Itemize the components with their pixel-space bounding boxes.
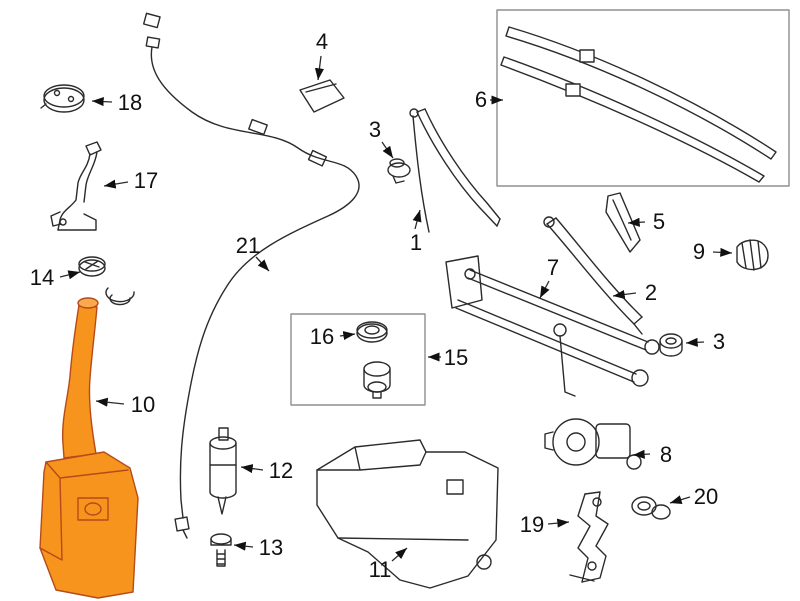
callout-arrow-21: [255, 256, 270, 272]
part-4-cover-drawing: [299, 79, 345, 113]
callout-1[interactable]: 1: [409, 230, 423, 255]
part-7-linkage-drawing: [445, 255, 660, 397]
callout-7[interactable]: 7: [546, 255, 560, 280]
callout-arrow-14: [59, 270, 81, 280]
callout-arrow-16: [339, 331, 356, 341]
callout-arrow-8: [632, 449, 651, 459]
part-11-reservoir-drawing: [316, 439, 499, 589]
callout-6[interactable]: 6: [474, 87, 488, 112]
callout-18[interactable]: 18: [117, 90, 143, 115]
part-1-wiper-arm-drawing: [409, 108, 501, 233]
callout-arrow-17: [103, 179, 129, 189]
callout-arrow-3a: [381, 141, 394, 159]
part-2-wiper-arm-drawing: [543, 216, 643, 335]
callout-arrow-12: [240, 464, 264, 474]
part-17-bracket-drawing: [50, 141, 102, 231]
callout-arrow-4: [314, 55, 324, 81]
callout-17[interactable]: 17: [133, 168, 159, 193]
callout-arrow-11: [391, 547, 408, 562]
callout-2[interactable]: 2: [644, 280, 658, 305]
callout-13[interactable]: 13: [258, 535, 284, 560]
callout-9[interactable]: 9: [692, 239, 706, 264]
callout-19[interactable]: 19: [519, 512, 545, 537]
part-15-pump-drawing: [363, 361, 391, 399]
callout-15[interactable]: 15: [443, 345, 469, 370]
part-6-wiper-blades-drawing: [500, 26, 777, 183]
callout-10[interactable]: 10: [130, 392, 156, 417]
part-5-trim-drawing: [605, 192, 641, 253]
callout-arrow-10: [95, 397, 125, 407]
callout-8[interactable]: 8: [659, 442, 673, 467]
callout-arrow-9: [712, 247, 733, 257]
part-9-grommet-drawing: [736, 239, 769, 271]
callout-3a[interactable]: 3: [368, 117, 382, 142]
callout-20[interactable]: 20: [693, 484, 719, 509]
part-8-motor-drawing: [544, 418, 642, 470]
part-3-nozzle-drawing: [387, 158, 411, 184]
callout-arrow-20: [669, 495, 691, 504]
part-13-screw-drawing: [210, 533, 232, 567]
callout-arrow-18: [91, 97, 113, 107]
callout-14[interactable]: 14: [29, 265, 55, 290]
callout-arrow-1: [412, 209, 422, 230]
callout-arrow-19: [547, 518, 570, 528]
part-14-cap-drawing: [78, 256, 135, 306]
callout-12[interactable]: 12: [268, 458, 294, 483]
part-10-reservoir-drawing[interactable]: [39, 297, 139, 599]
part-18-cap-drawing: [40, 84, 85, 113]
part-3-nut-drawing: [659, 333, 683, 357]
callout-arrow-13: [233, 541, 254, 551]
part-16-cap-drawing: [356, 321, 388, 343]
callout-3b[interactable]: 3: [712, 329, 726, 354]
group-box-15: [290, 313, 426, 406]
part-19-bracket-drawing: [569, 491, 609, 583]
callout-21[interactable]: 21: [235, 233, 261, 258]
callout-arrow-3b: [685, 337, 705, 347]
callout-arrow-2: [612, 289, 637, 299]
callout-5[interactable]: 5: [652, 209, 666, 234]
callout-11[interactable]: 11: [368, 557, 392, 582]
part-20-grommet-drawing: [631, 496, 671, 520]
callout-arrow-7: [539, 280, 550, 299]
callout-arrows: [59, 55, 733, 562]
callout-arrow-5: [627, 217, 646, 227]
part-21-hose-drawing: [142, 12, 360, 539]
callout-4[interactable]: 4: [315, 29, 329, 54]
part-12-pump-drawing: [209, 427, 237, 515]
callout-16[interactable]: 16: [309, 324, 335, 349]
